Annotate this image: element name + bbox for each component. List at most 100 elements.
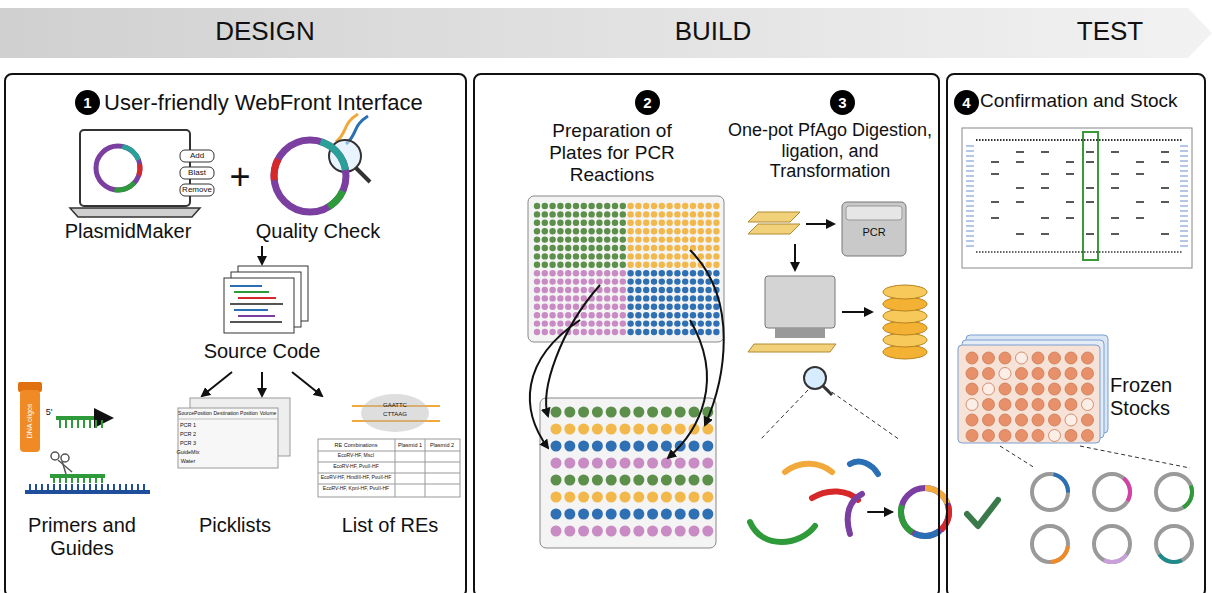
well-plate — [581, 278, 587, 284]
well-plate — [675, 492, 686, 503]
gel-image — [966, 146, 974, 147]
gel-image — [988, 251, 990, 253]
well-plate — [698, 245, 704, 251]
well-plate — [564, 424, 575, 435]
well-plate — [620, 203, 626, 209]
well-plate — [542, 329, 548, 335]
gel-image — [1024, 251, 1026, 253]
well-plate — [633, 509, 644, 520]
well-plate — [596, 220, 602, 226]
well-plate — [620, 526, 631, 537]
gel-image — [1161, 161, 1169, 163]
oligo-icon — [65, 478, 67, 483]
well-plate — [666, 295, 672, 301]
well-plate — [643, 287, 649, 293]
well-plate — [627, 329, 633, 335]
well-plate — [549, 203, 555, 209]
step-number: 2 — [643, 95, 651, 110]
label-text: Destination — [213, 411, 238, 417]
well-plate — [659, 278, 665, 284]
gel-image — [1156, 251, 1158, 253]
well-plate — [666, 278, 672, 284]
gel-image — [1036, 139, 1038, 141]
stock-plate — [1016, 383, 1028, 395]
well-plate — [578, 407, 589, 418]
source-code-icon — [230, 303, 283, 305]
gel-image — [1111, 251, 1113, 253]
well-plate — [581, 312, 587, 318]
well-plate — [565, 304, 571, 310]
well-plate — [604, 329, 610, 335]
well-plate — [534, 329, 540, 335]
well-plate — [705, 236, 711, 242]
stock-plate — [966, 368, 978, 380]
gel-image — [966, 201, 974, 202]
well-plate — [612, 312, 618, 318]
well-plate — [557, 236, 563, 242]
well-plate — [702, 526, 713, 537]
gel-image — [1042, 139, 1044, 141]
gel-image — [1114, 251, 1116, 253]
flow-arrow — [261, 372, 263, 396]
enzyme-icon — [352, 394, 440, 432]
oligo-icon — [61, 454, 69, 462]
well-plate — [542, 304, 548, 310]
stock-plate — [1049, 414, 1061, 426]
well-plate — [588, 245, 594, 251]
well-plate — [689, 441, 700, 452]
gel-image — [976, 251, 978, 253]
gel-image — [1099, 139, 1101, 141]
well-plate — [661, 424, 672, 435]
gel-image — [1156, 139, 1158, 141]
gel-image — [985, 251, 987, 253]
label-text: DNA oligos — [26, 404, 34, 439]
gel-image — [982, 251, 984, 253]
gel-image — [1180, 241, 1188, 242]
gel-image — [1102, 251, 1104, 253]
gel-image — [991, 161, 999, 163]
well-plate — [604, 270, 610, 276]
gel-image — [1012, 139, 1014, 141]
well-plate — [690, 270, 696, 276]
well-plate — [612, 270, 618, 276]
well-plate — [682, 312, 688, 318]
well-plate — [565, 211, 571, 217]
well-plate — [643, 245, 649, 251]
well-plate — [651, 220, 657, 226]
well-plate — [666, 329, 672, 335]
plasmid-icon — [1158, 553, 1183, 564]
stage-label: DESIGN — [215, 17, 315, 47]
well-plate — [682, 245, 688, 251]
gel-image — [1180, 226, 1188, 227]
well-plate — [647, 526, 658, 537]
oligo-icon — [83, 478, 85, 483]
gel-image — [1012, 251, 1014, 253]
gel-image — [1018, 251, 1020, 253]
well-plate — [702, 441, 713, 452]
well-plate — [596, 329, 602, 335]
well-plate — [542, 220, 548, 226]
stock-plate — [1065, 414, 1077, 426]
stock-plate — [1049, 352, 1061, 364]
oligo-icon — [20, 390, 40, 452]
well-plate — [651, 236, 657, 242]
well-plate — [666, 245, 672, 251]
gel-image — [1180, 161, 1188, 162]
source-code-icon — [238, 315, 275, 317]
stock-plate — [1082, 414, 1094, 426]
stock-plate — [1032, 352, 1044, 364]
stock-plate — [966, 383, 978, 395]
gel-image — [1033, 251, 1035, 253]
well-plate — [604, 278, 610, 284]
gel-image — [1150, 251, 1152, 253]
gel-image — [1006, 139, 1008, 141]
well-plate — [588, 278, 594, 284]
plasmid-icon — [1156, 474, 1194, 510]
well-plate — [588, 228, 594, 234]
label-text: PCR 3 — [180, 440, 196, 446]
gel-image — [1161, 187, 1169, 189]
well-plate — [690, 220, 696, 226]
gel-image — [1066, 201, 1074, 203]
well-plate — [620, 407, 631, 418]
gel-image — [1141, 251, 1143, 253]
